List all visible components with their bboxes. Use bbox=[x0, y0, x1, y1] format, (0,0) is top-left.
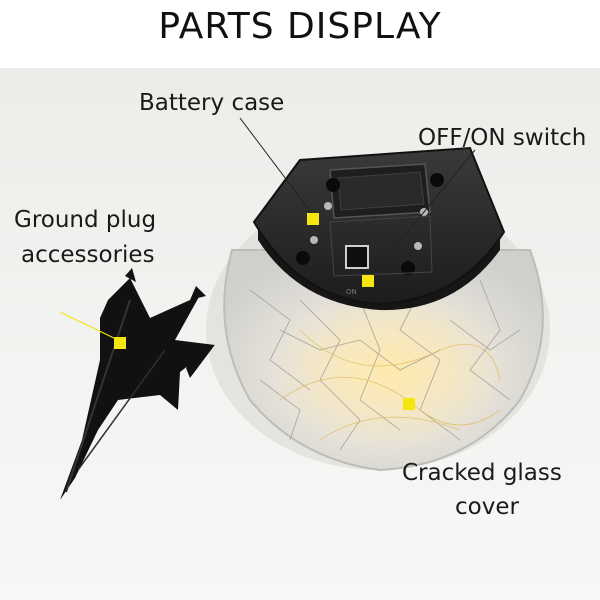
svg-text:ON: ON bbox=[346, 288, 357, 296]
switch-pointer bbox=[367, 149, 476, 281]
part-markers bbox=[114, 213, 415, 410]
callout-lines bbox=[59, 117, 476, 341]
ground-stake bbox=[60, 268, 215, 500]
ground-plug-pointer bbox=[59, 311, 119, 341]
page-title: PARTS DISPLAY bbox=[158, 6, 442, 47]
label-cracked-glass-line1: Cracked glass bbox=[402, 460, 562, 486]
label-ground-plug-line2: accessories bbox=[21, 242, 155, 268]
battery-case-marker bbox=[307, 213, 319, 225]
label-off-on-switch: OFF/ON switch bbox=[418, 125, 587, 151]
label-ground-plug-line1: Ground plug bbox=[14, 207, 157, 233]
glass-cover-marker bbox=[403, 398, 415, 410]
battery-case-pointer bbox=[239, 117, 314, 216]
solar-lid: ON bbox=[252, 146, 506, 311]
label-battery-case: Battery case bbox=[139, 90, 285, 116]
switch-marker bbox=[362, 275, 374, 287]
ground-plug-marker bbox=[114, 337, 126, 349]
label-cracked-glass-line2: cover bbox=[455, 494, 519, 520]
